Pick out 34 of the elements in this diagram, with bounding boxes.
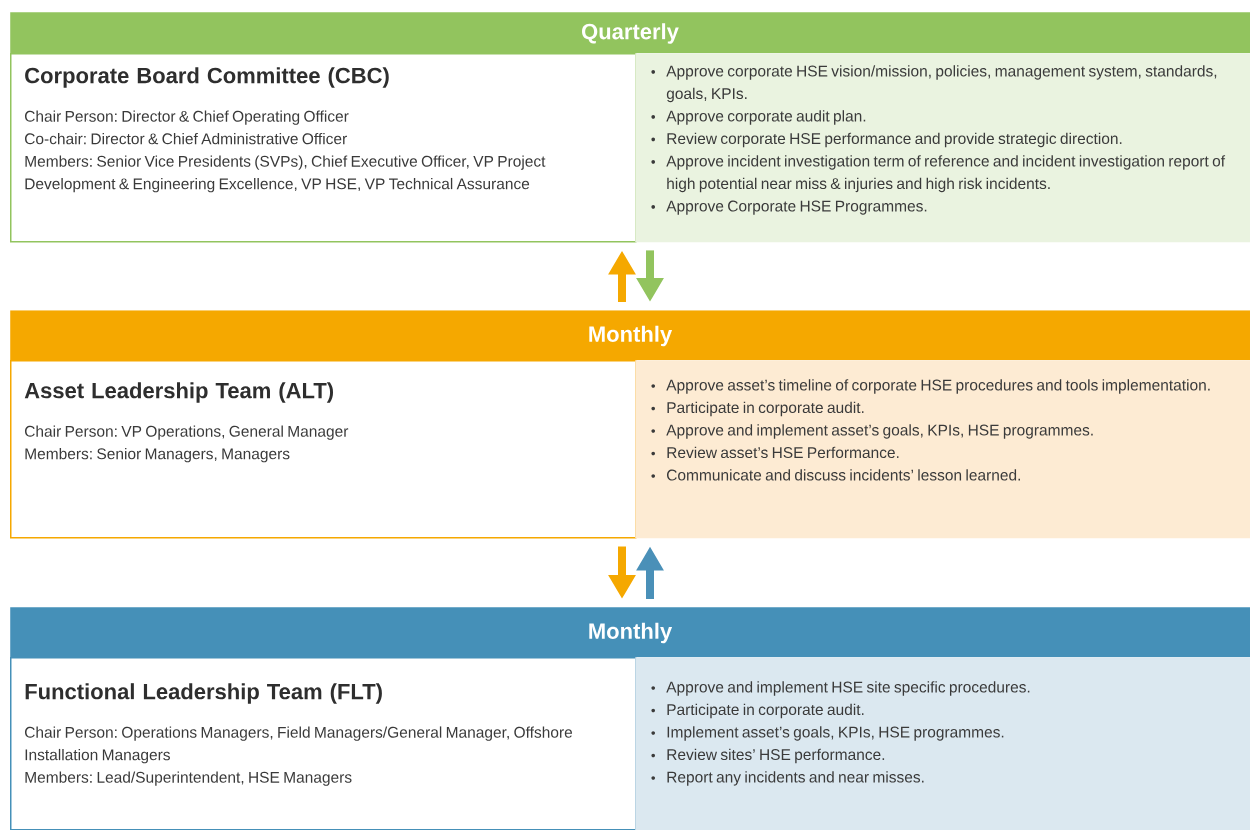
bullet-item: Review corporate HSE performance and provide strategic direction. <box>651 132 1122 148</box>
bullet-item: Implement asset’s goals, KPIs, HSE programmes. <box>651 726 1004 741</box>
bullet-item: Review sites’ HSE performance. <box>651 748 885 764</box>
frequency-header: Quarterly <box>10 12 1250 54</box>
bullet-item: Approve incident investigation term of reference and incident investigation report of high potential near miss & injuries and high risk incidents. <box>651 155 1226 193</box>
committee-title: Corporate Board Committee (CBC) <box>25 67 389 88</box>
bullet-item: Approve and implement asset’s goals, KPIs, HSE programmes. <box>651 424 1093 439</box>
duties-panel <box>635 657 1250 830</box>
bullet-item: Approve corporate HSE vision/mission, policies, management system, standards, goals, KPIs. <box>651 65 1217 103</box>
duties-panel <box>635 53 1250 243</box>
member-line: Chair Person: Director & Chief Operating Officer <box>25 110 349 125</box>
member-line: Chair Person: VP Operations, General Manager <box>25 425 349 440</box>
committee-title: Asset Leadership Team (ALT) <box>24 382 333 403</box>
member-line: Co-chair: Director & Chief Administrative Officer <box>25 132 347 145</box>
committee-box <box>10 657 637 830</box>
bullet-item: Approve and implement HSE site specific procedures. <box>651 681 1030 696</box>
bullet-item: Report any incidents and near misses. <box>651 771 924 786</box>
member-line: Members: Senior Vice Presidents (SVPs), Chief Executive Officer, VP Project Development & Engineering Excellence, VP HSE, VP Technical Assurance <box>25 155 546 193</box>
bullet-item: Communicate and discuss incidents’ lesson learned. <box>651 469 1020 481</box>
duties-panel <box>635 360 1250 539</box>
member-line: Chair Person: Operations Managers, Field Managers/General Manager, Offshore Installation Managers <box>25 726 573 764</box>
committee-box <box>10 53 637 243</box>
committee-box <box>10 360 637 539</box>
frequency-header: Monthly <box>10 310 1250 361</box>
bullet-item: Review asset’s HSE Performance. <box>651 446 899 459</box>
bullet-item: Participate in corporate audit. <box>651 401 864 417</box>
committee-title: Functional Leadership Team (FLT) <box>25 683 382 704</box>
member-line: Members: Senior Managers, Managers <box>25 447 290 463</box>
frequency-header: Monthly <box>10 607 1250 658</box>
bullet-item: Approve Corporate HSE Programmes. <box>651 200 927 215</box>
member-line: Members: Lead/Superintendent, HSE Managers <box>25 771 352 786</box>
bullet-item: Participate in corporate audit. <box>651 703 864 719</box>
bullet-item: Approve corporate audit plan. <box>651 110 866 125</box>
bullet-item: Approve asset’s timeline of corporate HSE procedures and tools implementation. <box>651 379 1210 394</box>
